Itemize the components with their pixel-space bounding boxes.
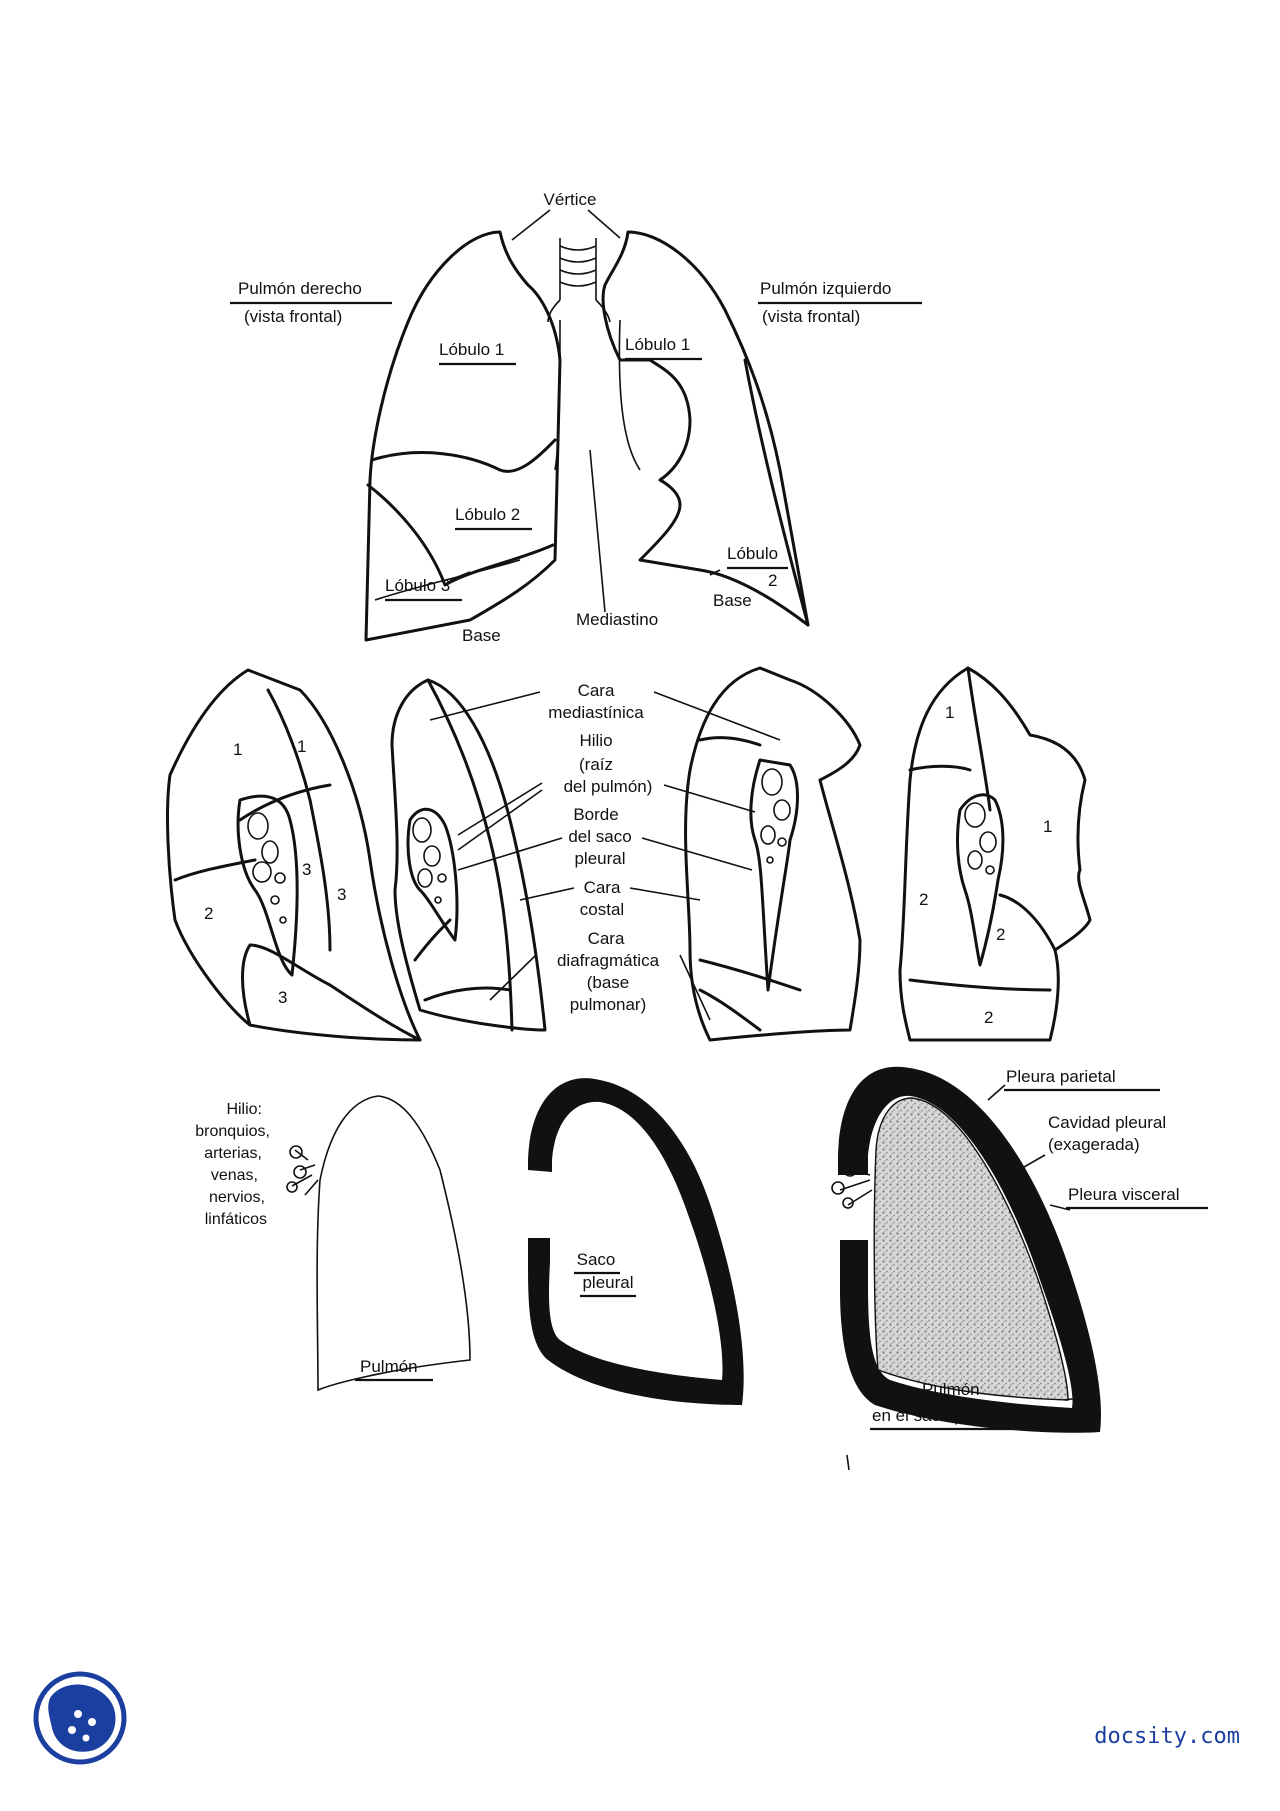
right-lobe3-label: Lóbulo 3 (385, 576, 450, 595)
label-line: Hilio (579, 731, 612, 750)
label-line: costal (580, 900, 624, 919)
lobe-number: 1 (945, 703, 954, 722)
sac-label-line2: pleural (582, 1273, 633, 1292)
cavity-label-line2: (exagerada) (1048, 1135, 1140, 1154)
hilum-vessels-icon (286, 1145, 319, 1196)
lobe-number: 2 (996, 925, 1005, 944)
left-lung-view: (vista frontal) (762, 307, 860, 326)
right-horizontal-fissure (370, 438, 557, 473)
sac-label-line1: Saco (577, 1250, 616, 1269)
left-lobe2-number: 2 (768, 571, 777, 590)
right-lung-view: (vista frontal) (244, 307, 342, 326)
right-lung-outline (364, 230, 562, 642)
lobe-number: 3 (302, 860, 311, 879)
vertex-label: Vértice (544, 190, 597, 209)
in-sac-label-line2: en el saco pleural (872, 1406, 1005, 1425)
lung-in-sac (831, 1066, 1101, 1433)
label-line: diafragmática (557, 951, 660, 970)
center-labels: Cara mediastínica Hilio (raíz del pulmón… (548, 681, 659, 1014)
hilum-line: bronquios, (195, 1123, 270, 1140)
label-line: Borde (573, 805, 618, 824)
label-line: pulmonar) (570, 995, 647, 1014)
label-line: (raíz (579, 755, 613, 774)
lobe-number: 2 (204, 904, 213, 923)
hilum-labels: Hilio: bronquios, arterias, venas, nervi… (195, 1101, 270, 1228)
hilum-line: nervios, (209, 1189, 265, 1206)
lobe-number: 1 (297, 737, 306, 756)
left-base-label: Base (713, 591, 752, 610)
docsity-watermark[interactable]: docsity.com (1094, 1724, 1240, 1749)
in-sac-label-line1: Pulmón (922, 1380, 980, 1399)
right-oblique-fissure (366, 483, 555, 587)
lobe-number: 1 (1043, 817, 1052, 836)
label-line: (base (587, 973, 630, 992)
lung-label: Pulmón (360, 1357, 418, 1376)
frontal-view: Vértice Pulmón derecho (vista frontal) P… (230, 190, 922, 645)
lung-view-b (390, 678, 547, 1032)
left-lobe1-label: Lóbulo 1 (625, 335, 690, 354)
stippled-lung (873, 1097, 1069, 1401)
lateral-medial-views: 1 1 3 3 2 3 1 1 2 2 2 Cara mediastínica … (166, 666, 1092, 1042)
left-lung-title: Pulmón izquierdo (760, 279, 891, 298)
parietal-label: Pleura parietal (1006, 1067, 1116, 1086)
label-line: Cara (578, 681, 615, 700)
docsity-logo-icon[interactable] (32, 1666, 132, 1766)
lobe-number: 2 (919, 890, 928, 909)
lobe-number: 1 (233, 740, 242, 759)
hilum-line: linfáticos (205, 1211, 267, 1228)
label-line: Cara (588, 929, 625, 948)
label-line: del pulmón) (564, 777, 653, 796)
mediastinum-label: Mediastino (576, 610, 658, 629)
lobe-number: 3 (278, 988, 287, 1007)
right-lobe1-label: Lóbulo 1 (439, 340, 504, 359)
visceral-label: Pleura visceral (1068, 1185, 1180, 1204)
mediastinum-outline (554, 319, 641, 471)
right-lung-title: Pulmón derecho (238, 279, 362, 298)
lung-view-c (684, 666, 862, 1042)
label-line: Cara (584, 878, 621, 897)
lung-view-a (166, 668, 422, 1042)
pleural-sac (528, 1078, 744, 1405)
label-line: mediastínica (548, 703, 644, 722)
lobe-number: 2 (984, 1008, 993, 1027)
label-line: pleural (574, 849, 625, 868)
right-base-line (374, 559, 521, 601)
label-line: del saco (568, 827, 631, 846)
lung-view-d (898, 666, 1092, 1042)
plain-lung (286, 1095, 471, 1392)
left-oblique-fissure (743, 358, 810, 627)
hilum-vessels-icon (831, 1163, 873, 1209)
lobe-number: 3 (337, 885, 346, 904)
trachea (547, 238, 611, 323)
cavity-label-line1: Cavidad pleural (1048, 1113, 1166, 1132)
left-lung-outline (601, 230, 810, 627)
label-pointers (429, 691, 781, 1021)
pleura-views: Hilio: bronquios, arterias, venas, nervi… (195, 1066, 1208, 1471)
hilum-line: Hilio: (226, 1101, 262, 1118)
left-lobe2-label: Lóbulo (727, 544, 778, 563)
lobe-numbers: 1 1 3 3 2 3 1 1 2 2 2 (204, 703, 1052, 1027)
hilum-line: arterias, (204, 1145, 262, 1162)
right-base-label: Base (462, 626, 501, 645)
right-lobe2-label: Lóbulo 2 (455, 505, 520, 524)
hilum-line: venas, (211, 1167, 258, 1184)
